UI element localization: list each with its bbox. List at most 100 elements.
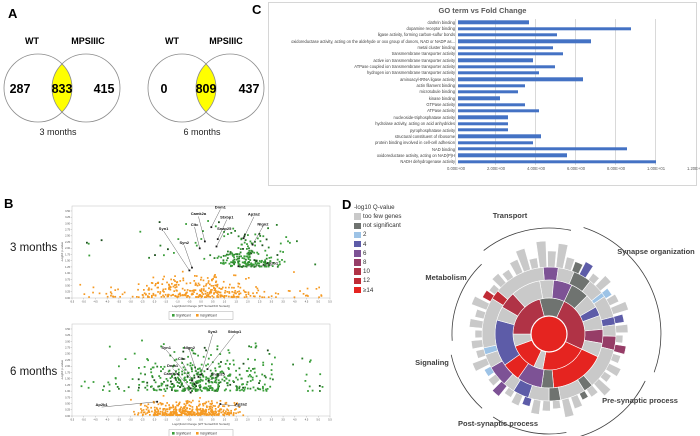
svg-text:3.25: 3.25 [65,216,70,219]
gene-label: Stxbp1 [228,329,242,334]
go-bar [458,83,526,88]
go-bar-label: nucleoside-triphosphatase activity [393,114,455,120]
svg-text:-1.5: -1.5 [164,419,169,422]
panel-c-letter: C [252,2,262,17]
svg-text:2.5: 2.5 [258,419,262,422]
venn1-caption: 3 months [39,127,77,137]
go-bar-track [458,114,696,120]
go-bar [458,77,583,81]
volcano1-caption: 3 months [10,242,58,254]
svg-text:0.5: 0.5 [211,419,215,422]
go-bar-track [458,57,696,63]
svg-text:4.5: 4.5 [305,301,309,304]
venn1-right-circle [51,53,121,123]
sunburst-center [530,315,568,353]
go-bar [458,141,534,145]
svg-text:3.00: 3.00 [65,340,70,343]
go-bar-row: structural constituent of ribosome [269,133,696,139]
venn2-right-circle [195,53,265,123]
svg-text:-3.5: -3.5 [117,301,122,304]
scatter-points-insignificant [130,395,245,417]
legend-swatch [354,222,361,230]
go-bar-label: transmembrane transporter activity [391,51,455,57]
go-bar [458,160,657,164]
group-label: Synapse organization [617,247,695,256]
go-bar-label: hydrolase activity, acting on acid anhyd… [375,121,455,127]
group-arc [579,380,646,436]
go-bar-row: active ion transmembrane transporter act… [269,57,696,63]
group-arc [450,354,483,409]
gene-label: Camk2a [191,211,207,216]
svg-text:-5.0: -5.0 [82,301,87,304]
go-bar [458,58,534,62]
gene-label: Snap25 [211,372,226,377]
go-x-tick-label: 6.00E+00 [566,166,586,171]
svg-text:5.5: 5.5 [328,419,332,422]
venn1-right-count: 415 [94,82,115,96]
svg-text:0.25: 0.25 [65,409,70,412]
gene-label: Ap2b1 [96,402,109,407]
gene-label: Dnm1 [215,204,227,209]
legend-label: 8 [363,259,367,267]
go-bar-row: actin filament binding [269,82,696,88]
venn1-intersection-count: 833 [52,82,73,96]
sunburst-ring-3 [481,266,617,402]
go-bar [458,147,627,151]
go-bar-row: metal cluster binding [269,44,696,50]
go-bar-track [458,152,696,158]
svg-text:Insignificant: Insignificant [200,314,217,318]
svg-text:0.25: 0.25 [65,291,70,294]
go-bar-label: NAD binding [432,146,455,152]
go-bar-row: NADH dehydrogenase activity [269,159,696,165]
svg-text:1.25: 1.25 [65,266,70,269]
volcano-plot-3-months: 0.000.250.500.751.001.251.501.752.002.25… [60,204,332,320]
svg-text:3.0: 3.0 [270,301,274,304]
venn2-left-set-label: WT [165,36,179,46]
legend-label: 10 [363,268,370,276]
svg-text:0.00: 0.00 [65,297,70,300]
svg-text:2.00: 2.00 [65,365,70,368]
gene-label: Cltc [178,356,186,361]
go-bar-label: protein binding involved in cell-cell ad… [375,140,455,146]
svg-text:2.25: 2.25 [65,241,70,244]
svg-text:-0.5: -0.5 [187,419,192,422]
panel-a-letter: A [8,6,18,21]
go-bar-row: kinase binding [269,95,696,101]
svg-text:-4.5: -4.5 [93,301,98,304]
gene-label: Stxbp1 [220,214,234,219]
svg-text:-1.0: -1.0 [175,301,180,304]
venn1-left-set-label: WT [25,36,39,46]
go-bar-row: oxidoreductase activity, acting on the a… [269,38,696,44]
venn1-left-circle [3,53,73,123]
go-bar-row: NAD binding [269,146,696,152]
svg-text:-5.5: -5.5 [70,419,75,422]
legend-swatch [354,286,361,294]
group-arc [451,263,482,341]
svg-text:5.5: 5.5 [328,301,332,304]
svg-text:2.00: 2.00 [65,247,70,250]
go-bar-track [458,44,696,50]
go-bar-row: aminoacyl-tRNA ligase activity [269,76,696,82]
go-bar-label: ATPase coupled ion transmembrane transpo… [354,64,455,70]
legend-entry: 2 [354,230,426,239]
go-bar-track [458,32,696,38]
legend-swatch [354,277,361,285]
svg-text:1.75: 1.75 [65,371,70,374]
go-bar [458,71,540,75]
go-bar-row: transmembrane transporter activity [269,51,696,57]
legend-label: not significant [363,222,401,230]
gene-annotations: Syn1Syn2CltcCamk2aDnm1Stxbp1Snap25Ap2a2N… [159,204,279,272]
svg-text:Significant: Significant [176,314,191,318]
gene-label: Dnm1 [167,363,179,368]
svg-text:-2.5: -2.5 [140,301,145,304]
svg-text:1.0: 1.0 [223,301,227,304]
group-label: Metabolism [425,273,467,282]
svg-text:-0.5: -0.5 [187,301,192,304]
go-bar-row: hydrolase activity, acting on acid anhyd… [269,121,696,127]
legend-label: ≥14 [363,286,374,294]
legend-label: too few genes [363,213,402,221]
